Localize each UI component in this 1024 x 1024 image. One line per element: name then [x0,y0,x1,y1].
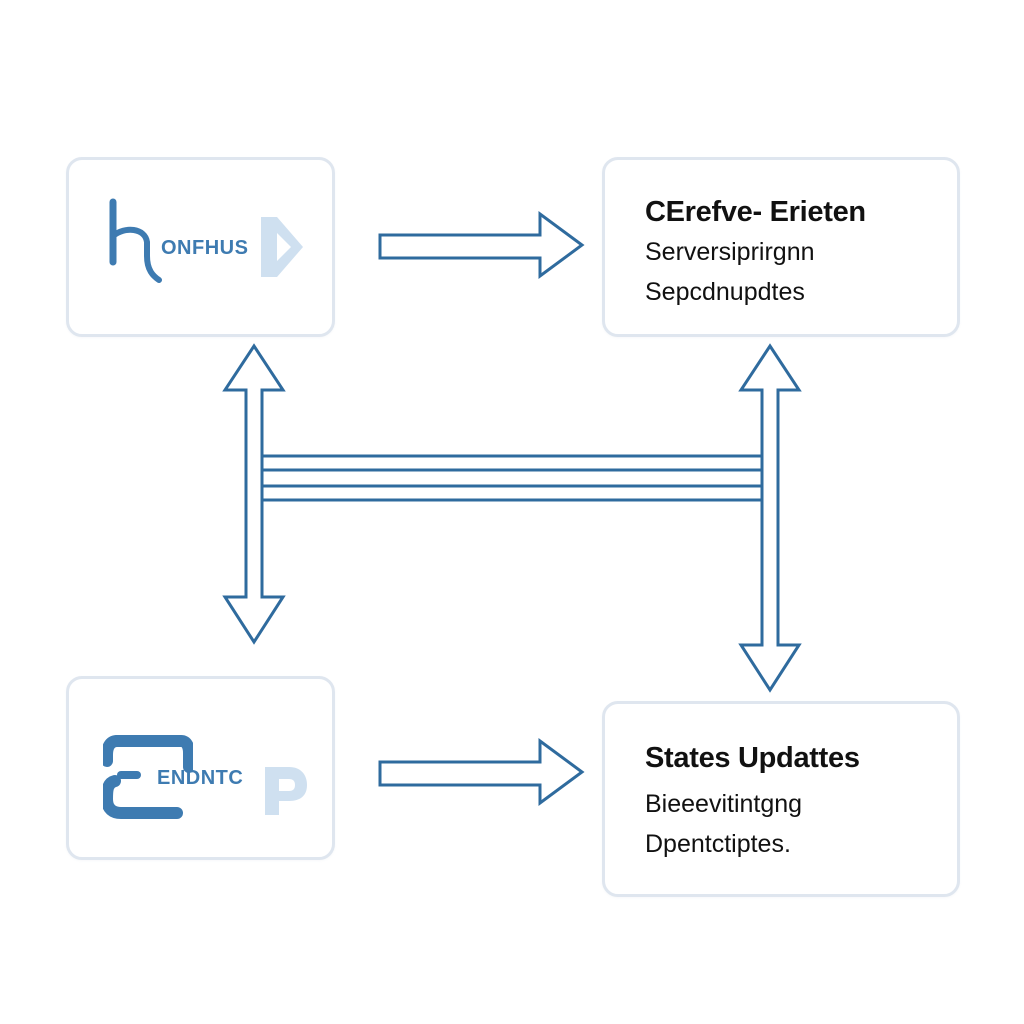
node-line: Sepcdnupdtes [645,278,805,306]
c-bracket-logo-icon [103,735,193,819]
double-arrow-right-vertical [738,343,802,693]
logo-wordmark-bottom: ENDNTC [157,767,244,789]
node-title: States Updattes [645,742,860,774]
play-shape-icon [261,217,303,277]
node-line: Dpentctiptes. [645,830,791,858]
node-bottom-left[interactable]: ENDNTC [66,676,335,860]
node-bottom-right[interactable]: States Updattes Bieeevitintgng Dpentctip… [602,701,960,897]
node-top-right[interactable]: CErefve- Erieten Serversiprirgnn Sepcdnu… [602,157,960,337]
node-top-left[interactable]: ONFHUS [66,157,335,337]
node-line: Bieeevitintgng [645,790,803,818]
arrow-bottom-left-to-bottom-right [378,738,585,806]
logo-wordmark-top: ONFHUS [161,237,249,259]
h-letter-logo-icon [109,198,162,283]
horizontal-bridge [262,454,762,502]
node-title: CErefve- Erieten [645,196,866,228]
arrow-top-left-to-top-right [378,211,585,279]
p-shape-icon [265,767,307,815]
node-line: Serversiprirgnn [645,238,815,266]
